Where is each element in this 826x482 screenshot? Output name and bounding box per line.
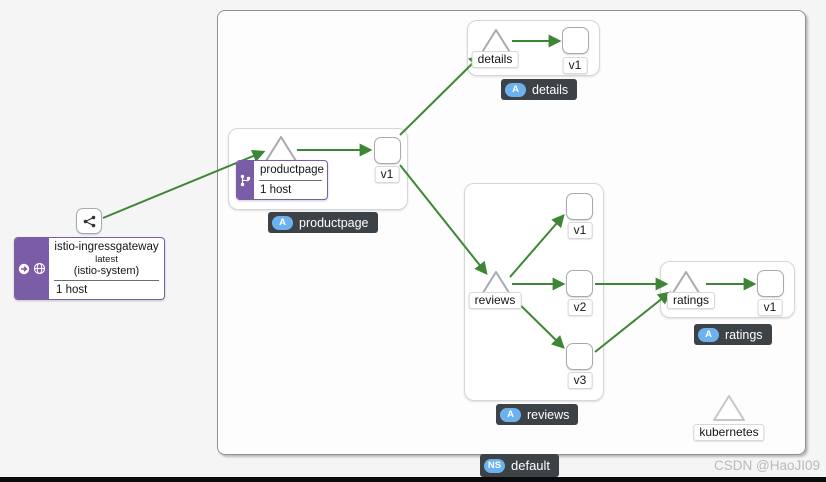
istio-ingressgateway-card-strip	[15, 238, 49, 299]
gateway-hosts: 1 host	[56, 283, 88, 296]
traffic-source-icon	[18, 263, 30, 274]
app-badge-icon: A	[272, 215, 293, 230]
app-badge-label: reviews	[527, 407, 570, 422]
istio-ingressgateway-card[interactable]: istio-ingressgateway latest (istio-syste…	[14, 237, 165, 300]
app-badge-label: productpage	[299, 215, 369, 230]
reviews-app-badge: A reviews	[496, 404, 579, 425]
ratings-v1-label: v1	[757, 299, 783, 316]
bottom-bar	[0, 477, 826, 482]
reviews-service-label: reviews	[468, 292, 522, 309]
app-badge-icon: A	[505, 82, 526, 97]
istio-ingressgateway-card-body: istio-ingressgateway latest (istio-syste…	[49, 238, 164, 299]
gateway-version: latest	[95, 253, 118, 265]
card-divider	[54, 279, 159, 281]
productpage-card[interactable]: productpage 1 host	[236, 160, 328, 200]
app-badge-label: ratings	[725, 327, 763, 342]
productpage-app-badge: A productpage	[268, 212, 378, 233]
ratings-v1-node[interactable]	[757, 270, 784, 297]
version-branch-icon	[240, 174, 251, 186]
details-service-label: details	[471, 51, 519, 68]
namespace-badge-icon: NS	[484, 458, 505, 473]
details-app-badge: A details	[501, 79, 578, 100]
reviews-v2-label: v2	[567, 299, 593, 316]
productpage-v1-label: v1	[374, 166, 400, 183]
productpage-card-body: productpage 1 host	[254, 161, 327, 199]
istio-ingressgateway-node[interactable]	[76, 208, 102, 234]
gateway-globe-icon	[33, 262, 46, 275]
ratings-service-label: ratings	[666, 292, 716, 309]
gateway-namespace: (istio-system)	[73, 264, 140, 277]
productpage-card-strip	[237, 161, 254, 199]
details-v1-label: v1	[562, 57, 588, 74]
gateway-title: istio-ingressgateway	[54, 240, 159, 253]
reviews-v3-label: v3	[567, 372, 593, 389]
card-divider	[259, 179, 322, 181]
details-v1-node[interactable]	[562, 27, 589, 54]
app-badge-label: details	[532, 82, 569, 97]
kubernetes-service-node[interactable]	[711, 393, 747, 423]
productpage-hosts: 1 host	[260, 183, 292, 196]
app-badge-icon: A	[500, 407, 521, 422]
gateway-glyph-icon	[83, 215, 95, 227]
app-badge-icon: A	[698, 327, 719, 342]
ratings-app-badge: A ratings	[694, 324, 772, 345]
namespace-badge: NS default	[480, 454, 560, 477]
reviews-v2-node[interactable]	[566, 270, 593, 297]
reviews-v1-node[interactable]	[566, 193, 593, 220]
productpage-title: productpage	[260, 163, 324, 176]
csdn-watermark: CSDN @HaoJI09	[714, 458, 820, 473]
reviews-v1-label: v1	[567, 222, 593, 239]
productpage-v1-node[interactable]	[374, 137, 401, 164]
reviews-v3-node[interactable]	[566, 343, 593, 370]
kubernetes-service-label: kubernetes	[693, 424, 765, 441]
namespace-badge-label: default	[511, 458, 551, 473]
